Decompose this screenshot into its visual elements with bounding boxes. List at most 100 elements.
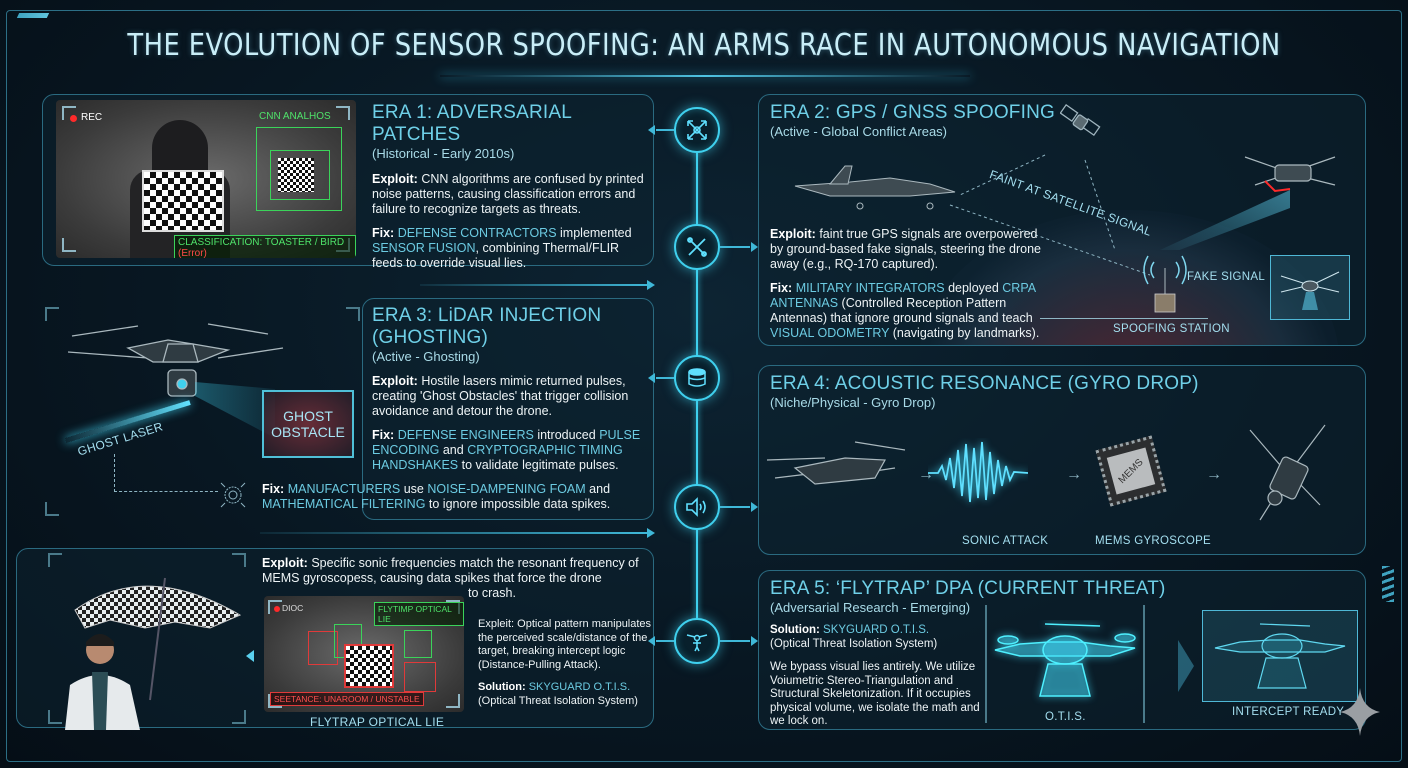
timeline-node-era4[interactable]: [674, 484, 720, 530]
era2-exploit: Exploit: faint true GPS signals are over…: [770, 227, 1050, 272]
fix-text: , combining Thermal/FLIR feeds to overri…: [372, 241, 620, 270]
fix-highlight: MILITARY INTEGRATORS: [795, 281, 945, 295]
quadcopter-icon: [1244, 156, 1336, 193]
viewfinder-corner: [268, 600, 282, 614]
fix-text: (navigating by landmarks).: [889, 326, 1040, 340]
fake-signal-label: FAKE SIGNAL: [1187, 271, 1266, 283]
flytrap-status: SEETANCE: UNAROOM / UNSTABLE: [270, 692, 424, 706]
fix-text: use: [400, 482, 428, 496]
era1-fix: Fix: DEFENSE CONTRACTORS implemented SEN…: [372, 226, 652, 271]
era1-camera-image: REC CNN ANALHOS CLASSIFICATION: TOASTER …: [56, 100, 356, 258]
signal-paths: [949, 154, 1151, 276]
drone-person-icon: [686, 634, 708, 652]
fix-highlight: CRPA ANTENNAS: [770, 281, 1036, 310]
era3-subtitle: (Active - Ghosting): [372, 349, 480, 364]
exploit-text: Optical pattern manipulates the perceive…: [478, 618, 652, 671]
sound-wave-icon: [928, 441, 1028, 503]
era2-header: ERA 2: GPS / GNSS SPOOFING (Active - Glo…: [770, 102, 1070, 140]
cnn-analysis-label: CNN ANALHOS: [259, 111, 331, 122]
flytrap-solution: Solution: SKYGUARD O.T.I.S.(Optical Thre…: [478, 681, 654, 708]
fix-text: to ignore impossible data spikes.: [425, 497, 611, 511]
flytrap-exploit: Expleit: Optical pattern manipulates the…: [478, 618, 654, 672]
era1-title: ERA 1: ADVERSARIAL PATCHES: [372, 102, 572, 145]
title-underline: [440, 75, 970, 77]
decor-stripe: [16, 13, 50, 18]
exploit-label: Exploit:: [770, 227, 816, 241]
flytrap-pattern: [344, 644, 394, 688]
fix-highlight: PULSE ENCODING: [372, 428, 641, 457]
timeline-node-era3[interactable]: [674, 355, 720, 401]
viewfinder-corner: [268, 694, 282, 708]
era1-text: ERA 1: ADVERSARIAL PATCHES (Historical -…: [372, 102, 652, 271]
era3-exploit: Exploit: Hostile lasers mimic returned p…: [372, 374, 652, 419]
timeline-node-era1[interactable]: [674, 107, 720, 153]
era4-header: ERA 4: ACOUSTIC RESONANCE (GYRO DROP) (N…: [770, 373, 1270, 411]
detection-box: [256, 127, 342, 211]
fix-text: introduced: [533, 428, 600, 442]
era4-subtitle: (Niche/Physical - Gyro Drop): [770, 395, 936, 410]
classification-error: (Error): [178, 248, 207, 258]
intercept-wireframe-drone: [1214, 623, 1346, 689]
frame-corner: [45, 502, 59, 516]
uav-aircraft-icon: [794, 165, 956, 210]
section-rule: [260, 529, 655, 537]
flow-arrow: →: [918, 466, 935, 483]
rec-label: REC: [81, 112, 103, 123]
exploit-label: Exploit:: [372, 374, 418, 388]
dashed-connector: [114, 454, 218, 492]
flow-arrow: →: [1066, 466, 1083, 483]
fix-label: Fix:: [372, 226, 395, 240]
exploit-label: Exploit:: [262, 556, 308, 570]
viewfinder-corner: [446, 694, 460, 708]
flytrap-tag: FLYTIMP OPTICAL LIE: [374, 602, 464, 626]
connector-arrow-left: [648, 636, 674, 646]
era2-text: Exploit: faint true GPS signals are over…: [770, 227, 1050, 341]
exploit-label: Expleit:: [478, 618, 515, 630]
sonic-attack-label: SONIC ATTACK: [962, 535, 1049, 547]
crosshair-expand-icon: [687, 120, 707, 140]
frame-corner: [48, 553, 62, 567]
detection-box: [270, 150, 330, 200]
era5-solution: Solution: SKYGUARD O.T.I.S.(Optical Thre…: [770, 624, 990, 651]
era5-panel: [758, 570, 1366, 730]
era4-title: ERA 4: ACOUSTIC RESONANCE (GYRO DROP): [770, 373, 1199, 394]
timeline-node-era2[interactable]: [674, 224, 720, 270]
inset-drone-icon: [1280, 271, 1340, 310]
detected-patch: [278, 158, 314, 192]
exploit-text: CNN algorithms are confused by printed n…: [372, 172, 644, 216]
flytrap-camera-image: DIOC FLYTIMP OPTICAL LIE SEETANCE: UNARO…: [264, 596, 464, 712]
fix-label: Fix:: [262, 482, 285, 496]
otis-bracket: [985, 605, 1145, 723]
era3-title: ERA 3: LiDAR INJECTION (GHOSTING): [372, 305, 602, 348]
solution-subtitle: (Optical Threat Isolation System): [478, 694, 638, 707]
timeline-node-era5[interactable]: [674, 618, 720, 664]
falling-drone-icon: [1249, 424, 1326, 521]
fix-highlight: MATHEMATICAL FILTERING: [262, 497, 426, 511]
fix-text: to validate legitimate pulses.: [458, 458, 619, 472]
flytrap-text: Expleit: Optical pattern manipulates the…: [478, 618, 654, 708]
fix-highlight: MANUFACTURERS: [287, 482, 401, 496]
fix-text: implemented: [556, 226, 632, 240]
era5-title: ERA 5: ‘FLYTRAP’ DPA (CURRENT THREAT): [770, 578, 1166, 599]
ghost-obstacle-label: OBSTACLE: [271, 424, 345, 440]
era3-text: ERA 3: LiDAR INJECTION (GHOSTING) (Activ…: [372, 305, 652, 473]
mems-chip-label: MEMS: [1116, 456, 1146, 486]
filter-foam-icon: [220, 482, 246, 508]
era1-exploit: Exploit: CNN algorithms are confused by …: [372, 172, 652, 217]
detection-box-red: [308, 631, 338, 665]
connector-arrow-left: [648, 373, 674, 383]
fix-text: deployed: [944, 281, 1003, 295]
viewfinder-corner: [62, 106, 76, 120]
satellite-icon: [1060, 104, 1101, 137]
outer-frame: [6, 10, 1402, 762]
solution-label: Solution:: [478, 681, 526, 693]
sparkle-icon: [1340, 688, 1380, 736]
era1-subtitle: (Historical - Early 2010s): [372, 146, 515, 161]
fix-highlight: SENSOR FUSION: [372, 241, 476, 255]
drone-icon: [766, 441, 906, 485]
section-rule: [420, 281, 655, 289]
tools-icon: [687, 237, 707, 257]
connector-arrow-right: [720, 502, 758, 512]
era2-fix: Fix: MILITARY INTEGRATORS deployed CRPA …: [770, 281, 1050, 341]
umbrella-scientist-illustration: [65, 577, 242, 730]
